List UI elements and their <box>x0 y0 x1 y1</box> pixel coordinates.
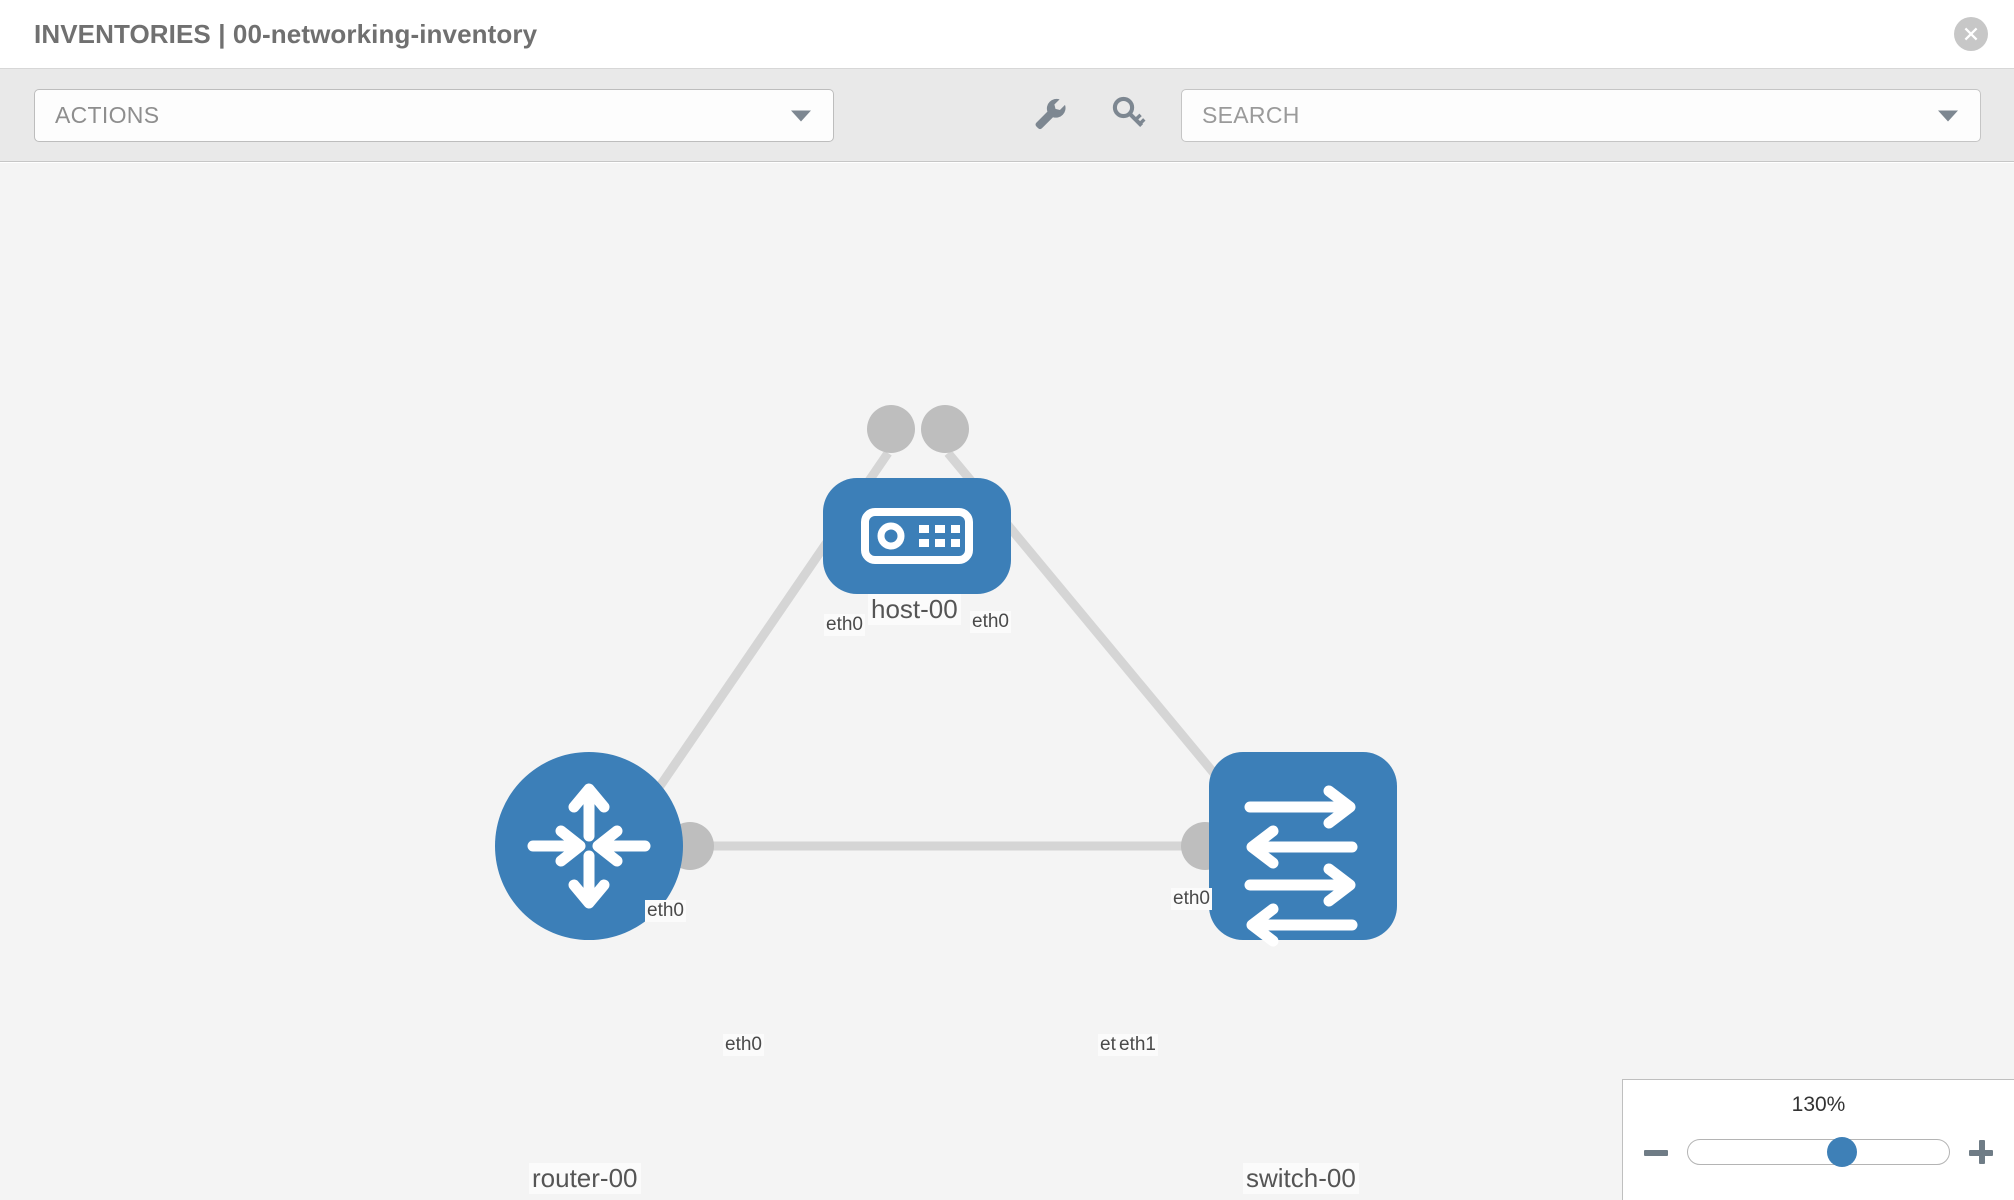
node-switch-00 <box>1209 752 1397 947</box>
iface-label: eth0 <box>1171 888 1212 911</box>
wrench-icon[interactable] <box>1030 94 1068 137</box>
router-four-arrows-icon <box>527 783 651 909</box>
chevron-down-icon[interactable] <box>1938 110 1958 121</box>
node-router-00 <box>495 752 683 940</box>
toolbar: ACTIONS SEARCH <box>0 69 2014 162</box>
node-host-00 <box>823 478 1011 594</box>
chevron-down-icon <box>791 110 811 121</box>
zoom-slider-row <box>1623 1130 2014 1174</box>
actions-dropdown[interactable]: ACTIONS <box>34 89 834 142</box>
iface-label: eth0 <box>645 900 686 923</box>
toolbar-icon-group <box>1030 89 1148 142</box>
iface-label: eth0 <box>970 611 1011 634</box>
connector-host00-left <box>867 405 915 453</box>
page-header: INVENTORIES | 00-networking-inventory <box>0 0 2014 69</box>
zoom-in-button[interactable] <box>1966 1137 1996 1167</box>
node-label-router-00: router-00 <box>529 1163 641 1194</box>
iface-label: eth1 <box>1117 1034 1158 1057</box>
zoom-control-panel: 130% <box>1622 1079 2014 1200</box>
node-label-host-00: host-00 <box>868 594 961 625</box>
switch-arrows-icon <box>1244 785 1358 947</box>
actions-dropdown-label: ACTIONS <box>55 102 160 128</box>
zoom-out-button[interactable] <box>1641 1137 1671 1167</box>
iface-label: eth0 <box>824 614 865 637</box>
iface-label: eth0 <box>723 1034 764 1057</box>
zoom-percent-label: 130% <box>1791 1093 1846 1116</box>
search-input[interactable]: SEARCH <box>1181 89 1981 142</box>
key-icon[interactable] <box>1110 94 1148 137</box>
connector-host00-right <box>921 405 969 453</box>
zoom-slider-track[interactable] <box>1687 1137 1950 1167</box>
node-label-switch-00: switch-00 <box>1243 1163 1359 1194</box>
topology-graph <box>495 405 1397 947</box>
zoom-slider-thumb[interactable] <box>1826 1137 1857 1167</box>
page-title: INVENTORIES | 00-networking-inventory <box>34 18 538 49</box>
close-icon[interactable] <box>1954 17 1988 51</box>
search-placeholder: SEARCH <box>1202 102 1300 128</box>
topology-canvas[interactable]: host-00 router-00 switch-00 eth0 eth0 et… <box>0 163 2014 1200</box>
server-appliance-icon <box>861 508 973 564</box>
